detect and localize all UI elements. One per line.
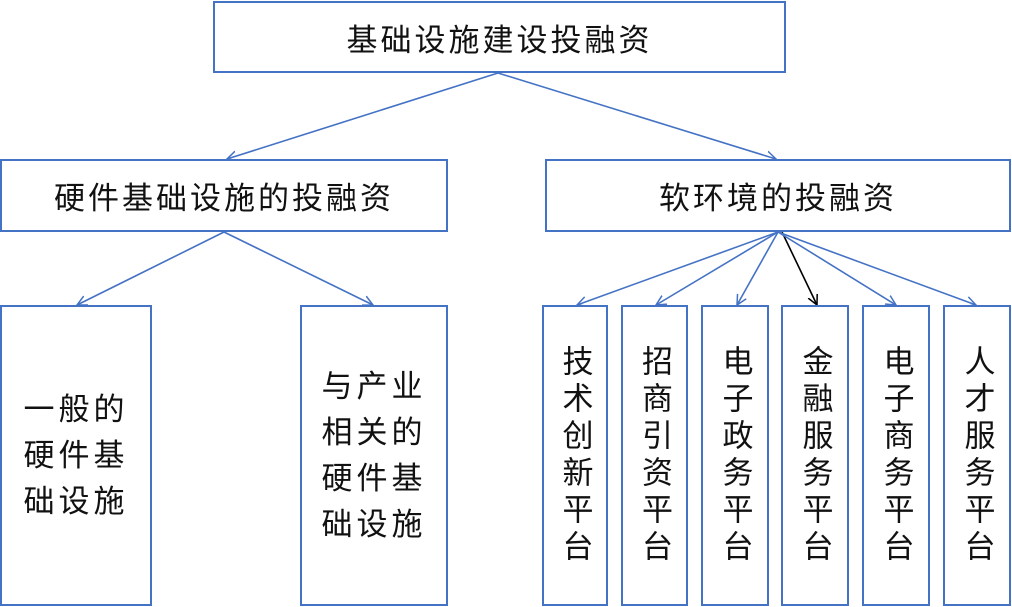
general-line-1: 一般的 [23,391,129,428]
general-line-3: 础设施 [23,483,129,520]
connector-hardware-to-industry [223,231,373,305]
software-label: 软环境的投融资 [659,181,897,217]
tech-innovation-platform-label: 技术创新平台 [556,344,593,567]
investment-attraction-platform-node: 招商引资平台 [621,305,688,606]
talent-service-platform-label: 人才服务平台 [958,344,995,567]
hardware-label: 硬件基础设施的投融资 [54,181,394,217]
connector-software-to-child-3 [737,231,779,305]
industry-line-4: 础设施 [321,506,427,543]
financial-service-platform-node: 金融服务平台 [781,305,849,606]
hardware-node: 硬件基础设施的投融资 [0,159,448,232]
connector-hardware-to-general [77,231,225,305]
investment-attraction-platform-label: 招商引资平台 [636,344,672,567]
industry-line-1: 与产业 [321,368,427,405]
general-hardware-node: 一般的 硬件基 础设施 [0,305,152,606]
industry-hardware-node: 与产业 相关的 硬件基 础设施 [300,305,448,606]
e-government-platform-label: 电子政务平台 [716,344,753,567]
general-hardware-label: 一般的 硬件基 础设施 [24,387,129,525]
industry-line-3: 硬件基 [321,460,427,497]
general-line-2: 硬件基 [23,437,129,474]
e-commerce-platform-node: 电子商务平台 [862,305,930,606]
connector-root-to-hardware [227,72,499,159]
root-node: 基础设施建设投融资 [213,1,786,73]
connector-root-to-software [497,72,776,159]
industry-hardware-label: 与产业 相关的 硬件基 础设施 [322,364,427,548]
software-node: 软环境的投融资 [545,159,1011,232]
root-label: 基础设施建设投融资 [346,22,653,59]
industry-line-2: 相关的 [321,414,427,451]
connector-software-to-child-2 [656,231,779,305]
tech-innovation-platform-node: 技术创新平台 [542,305,608,606]
financial-service-platform-label: 金融服务平台 [796,344,833,567]
connector-software-to-child-1 [577,231,779,305]
connector-software-to-child-6 [777,231,976,305]
e-commerce-platform-label: 电子商务平台 [877,344,914,567]
e-government-platform-node: 电子政务平台 [701,305,769,606]
talent-service-platform-node: 人才服务平台 [943,305,1011,606]
connector-software-to-child-4 [781,231,817,305]
connector-software-to-child-5 [777,231,896,305]
